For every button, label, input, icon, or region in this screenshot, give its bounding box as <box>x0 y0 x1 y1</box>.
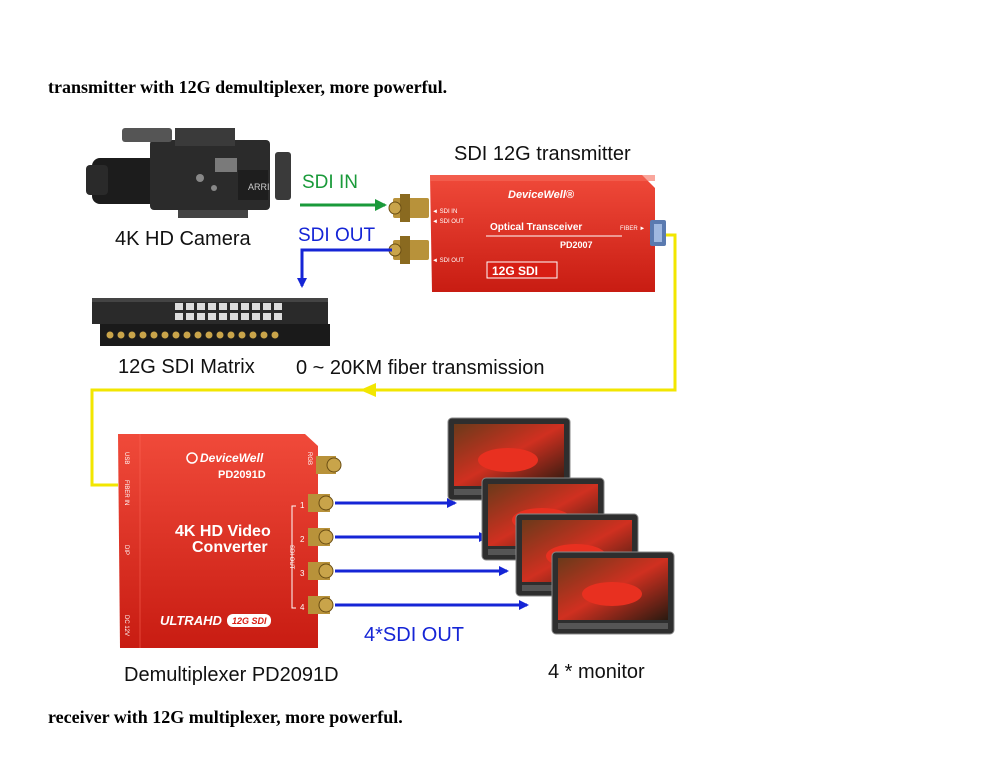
camera-label: 4K HD Camera <box>115 228 251 250</box>
matrix-port-icon <box>260 331 268 339</box>
fiber-line <box>90 233 677 487</box>
bnc-connector-icon <box>308 562 334 580</box>
demux-port-label: 4 <box>300 603 305 612</box>
demux-brand: DeviceWell <box>200 451 264 465</box>
transmitter-port-fiber: FIBER ► <box>620 226 645 232</box>
matrix-port-icon <box>161 331 169 339</box>
matrix-button-icon <box>197 303 205 310</box>
matrix-port-icon <box>216 331 224 339</box>
matrix-buttons <box>175 303 282 320</box>
demux-label: Demultiplexer PD2091D <box>124 664 339 686</box>
matrix-button-icon <box>197 313 205 320</box>
transmitter-port-sdi-out: ◄ SDI OUT <box>432 219 464 225</box>
transmitter-device <box>430 175 655 292</box>
matrix-button-icon <box>230 303 238 310</box>
bnc-connector-icon <box>388 194 429 222</box>
transmitter-port-sdi-in: ◄ SDI IN <box>432 209 457 215</box>
matrix-port-icon <box>139 331 147 339</box>
demux-line1: 4K HD Video <box>175 523 271 540</box>
demux-device <box>118 434 318 648</box>
matrix-button-icon <box>252 313 260 320</box>
sdi-out-4-label: 4*SDI OUT <box>364 624 464 646</box>
demux-side-dc: DC 12V <box>123 615 129 636</box>
transmitter-badge-box <box>486 261 558 279</box>
matrix-port-icon <box>249 331 257 339</box>
matrix-button-icon <box>175 313 183 320</box>
matrix-button-icon <box>208 303 216 310</box>
matrix-button-icon <box>186 303 194 310</box>
matrix-port-icon <box>150 331 158 339</box>
matrix-port-icon <box>227 331 235 339</box>
demux-side-bnc: SDI OUT <box>288 545 294 570</box>
transmitter-brand: DeviceWell® <box>508 189 575 201</box>
bnc-connector-icon <box>308 494 334 512</box>
transmitter-title: SDI 12G transmitter <box>454 143 631 165</box>
demux-port-label: 3 <box>300 569 305 578</box>
matrix-button-icon <box>263 313 271 320</box>
demux-side-fiber: FIBER IN <box>123 480 129 505</box>
matrix-button-icon <box>263 303 271 310</box>
matrix-button-icon <box>186 313 194 320</box>
fiber-connector-icon <box>650 220 666 246</box>
demux-port-label: 1 <box>300 501 305 510</box>
monitors-label: 4 * monitor <box>548 661 645 683</box>
transmitter-model: PD2007 <box>560 240 593 250</box>
fiber-arrow-icon <box>360 383 376 397</box>
sdi-in-label: SDI IN <box>302 172 358 193</box>
demux-port-label: 2 <box>300 535 305 544</box>
demux-model: PD2091D <box>218 469 266 481</box>
matrix-button-icon <box>241 303 249 310</box>
transmitter-port-sdi-out-bottom: ◄ SDI OUT <box>432 258 464 264</box>
matrix-port-icon <box>106 331 114 339</box>
demux-side-top: RGB <box>306 452 312 465</box>
monitors-group <box>447 417 675 635</box>
svg-text:ARRI: ARRI <box>248 182 270 192</box>
matrix-button-icon <box>219 313 227 320</box>
demux-footer: ULTRAHD <box>160 613 222 628</box>
demux-line2: Converter <box>192 539 268 556</box>
demux-side-dip: DIP <box>123 545 129 555</box>
bottom-caption: receiver with 12G multiplexer, more powe… <box>48 707 403 727</box>
demux-footer-badge: 12G SDI <box>232 616 267 626</box>
matrix-port-icon <box>172 331 180 339</box>
transmitter-product: Optical Transceiver <box>490 222 582 233</box>
sdi-out-label: SDI OUT <box>298 225 375 246</box>
top-caption: transmitter with 12G demultiplexer, more… <box>48 77 448 97</box>
matrix-label: 12G SDI Matrix <box>118 356 255 378</box>
matrix-port-icon <box>194 331 202 339</box>
matrix-button-icon <box>230 313 238 320</box>
matrix-ports <box>106 331 279 339</box>
matrix-button-icon <box>274 313 282 320</box>
matrix-button-icon <box>274 303 282 310</box>
bnc-connector-icon <box>388 236 429 264</box>
camera-icon: ARRI <box>86 128 291 218</box>
matrix-port-icon <box>238 331 246 339</box>
matrix-port-icon <box>205 331 213 339</box>
demux-side-usb: USB <box>123 452 129 464</box>
matrix-button-icon <box>241 313 249 320</box>
matrix-button-icon <box>252 303 260 310</box>
bnc-connector-icon <box>308 596 334 614</box>
fiber-label: 0 ~ 20KM fiber transmission <box>296 357 544 379</box>
matrix-button-icon <box>208 313 216 320</box>
bnc-connector-icon <box>316 456 342 474</box>
matrix-port-icon <box>183 331 191 339</box>
matrix-port-icon <box>128 331 136 339</box>
matrix-button-icon <box>219 303 227 310</box>
transmitter-badge: 12G SDI <box>492 264 538 278</box>
bnc-connector-icon <box>308 528 334 546</box>
matrix-port-icon <box>117 331 125 339</box>
monitor-icon <box>551 551 675 635</box>
matrix-button-icon <box>175 303 183 310</box>
matrix-port-icon <box>271 331 279 339</box>
